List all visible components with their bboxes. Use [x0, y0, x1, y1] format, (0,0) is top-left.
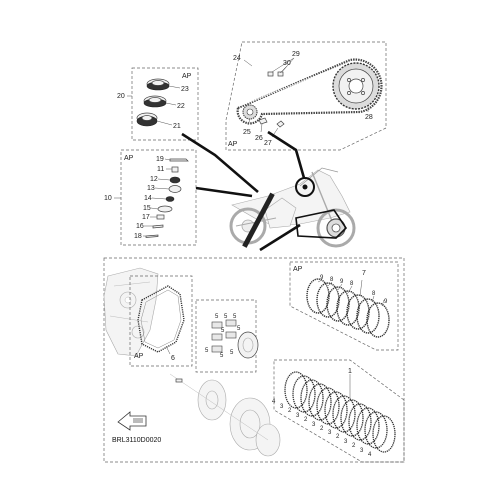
callout-4: 4 [368, 452, 372, 458]
callout-5: 5 [221, 328, 225, 334]
seal-group-box [131, 67, 199, 141]
callout-20: 20 [117, 93, 125, 100]
callout-8: 8 [372, 291, 376, 297]
plate-set-box [289, 261, 399, 351]
callout-29: 29 [292, 51, 300, 58]
callout-9: 9 [384, 299, 388, 305]
clutch-plate-set-1: 1 4 3 2 3 2 3 2 3 2 3 2 3 4 [272, 359, 405, 463]
ap-tag: AP [182, 73, 192, 80]
callout-5: 5 [220, 353, 224, 359]
callout-5: 5 [237, 326, 241, 332]
leader-line-chain [267, 130, 306, 179]
engine-case-illustration [103, 267, 159, 357]
clutch-hub-illustration [169, 373, 281, 457]
ap-tag: AP [293, 266, 303, 273]
seal-group-20: AP 23 22 21 20 [117, 67, 199, 141]
clutch-spring-group: 5 5 5 5 5 5 5 5 [195, 299, 259, 373]
small-parts-box [120, 149, 197, 246]
motorcycle-illustration [229, 167, 356, 248]
callout-5: 5 [205, 348, 209, 354]
callout-12: 12 [150, 176, 158, 183]
callout-2: 2 [304, 417, 308, 423]
callout-8: 8 [350, 281, 354, 287]
ap-tag: AP [134, 353, 144, 360]
friction-plate-set-ap: AP 9 8 9 8 7 8 9 [289, 261, 399, 351]
callout-17: 17 [142, 214, 150, 221]
callout-14: 14 [144, 195, 152, 202]
small-parts-group-10: AP 19 11 12 13 14 15 17 16 18 10 [104, 149, 197, 246]
callout-10: 10 [104, 195, 112, 202]
callout-25: 25 [243, 129, 251, 136]
illustration-code: BRL3110D0020 [112, 437, 161, 444]
callout-2: 2 [336, 434, 340, 440]
callout-16: 16 [136, 223, 144, 230]
callout-3: 3 [344, 439, 348, 445]
callout-4: 4 [272, 399, 276, 405]
front-direction-arrow-icon [117, 411, 147, 431]
callout-15: 15 [143, 205, 151, 212]
chain-group-24: AP 24 29 30 28 25 26 27 [225, 41, 387, 151]
callout-19: 19 [156, 156, 164, 163]
callout-23: 23 [181, 86, 189, 93]
callout-7: 7 [362, 270, 366, 277]
callout-27: 27 [264, 140, 272, 147]
callout-30: 30 [283, 60, 291, 67]
callout-18: 18 [134, 233, 142, 240]
callout-9: 9 [320, 275, 324, 281]
callout-28: 28 [365, 114, 373, 121]
callout-11: 11 [157, 166, 164, 173]
clutch-cover-gasket-group: AP 6 [129, 275, 193, 367]
spring-box [195, 299, 257, 373]
ap-tag: AP [124, 155, 134, 162]
callout-1: 1 [348, 368, 352, 375]
callout-3: 3 [280, 404, 284, 410]
callout-2: 2 [320, 426, 324, 432]
callout-5: 5 [224, 314, 228, 320]
callout-13: 13 [147, 185, 155, 192]
callout-5: 5 [233, 314, 237, 320]
leader-line-clutch [259, 223, 301, 252]
callout-5: 5 [230, 350, 234, 356]
gasket-box [129, 275, 193, 367]
callout-8: 8 [330, 277, 334, 283]
callout-6: 6 [171, 355, 175, 362]
callout-26: 26 [255, 135, 263, 142]
callout-3: 3 [360, 448, 364, 454]
ap-tag: AP [228, 141, 238, 148]
callout-2: 2 [352, 443, 356, 449]
callout-9: 9 [340, 279, 344, 285]
lower-section-frame [103, 257, 405, 463]
callout-24: 24 [233, 55, 241, 62]
chain-group-box [225, 41, 387, 151]
callout-3: 3 [312, 422, 316, 428]
leader-line-small-parts [195, 186, 253, 198]
leader-line-seals [181, 132, 259, 193]
callout-21: 21 [173, 123, 181, 130]
callout-5: 5 [215, 314, 219, 320]
callout-3: 3 [296, 413, 300, 419]
callout-22: 22 [177, 103, 185, 110]
callout-2: 2 [288, 408, 292, 414]
callout-3: 3 [328, 430, 332, 436]
plate-set-1-box [273, 359, 405, 463]
